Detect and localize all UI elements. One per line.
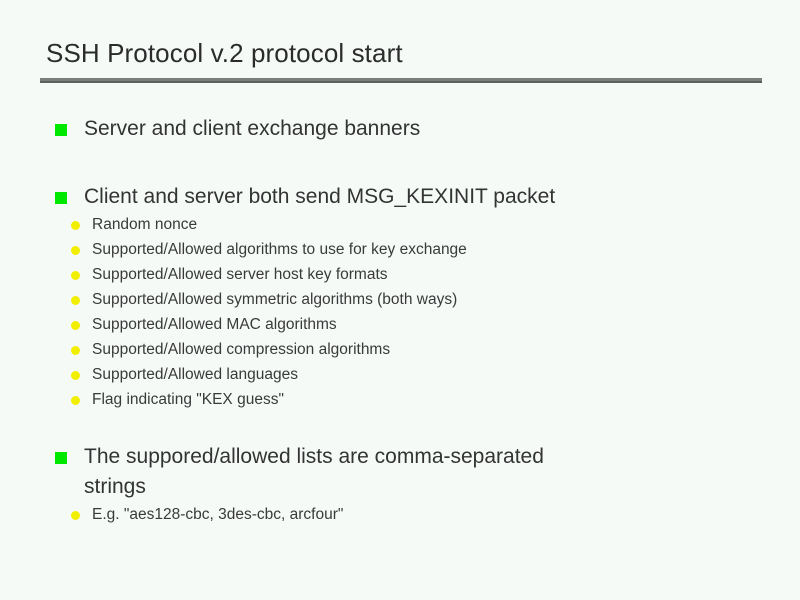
list-item-label: Flag indicating "KEX guess" xyxy=(92,391,284,408)
title-divider xyxy=(40,78,762,83)
list-item: Random nonce xyxy=(0,212,800,237)
spacer-2 xyxy=(0,412,800,442)
spacer-1 xyxy=(0,144,800,182)
list-item: Supported/Allowed compression algorithms xyxy=(0,337,800,362)
sublist-3: E.g. "aes128-cbc, 3des-cbc, arcfour" xyxy=(0,502,800,527)
dot-bullet-icon xyxy=(71,246,80,255)
list-item-label: Random nonce xyxy=(92,216,198,233)
bullet-block-2: Client and server both send MSG_KEXINIT … xyxy=(0,182,800,412)
dot-bullet-icon xyxy=(71,221,80,230)
bullet-level1-3: The suppored/allowed lists are comma-sep… xyxy=(0,442,800,502)
slide-body: Server and client exchange banners Clien… xyxy=(0,114,800,527)
dot-bullet-icon xyxy=(71,346,80,355)
list-item-label: Supported/Allowed compression algorithms xyxy=(92,341,391,358)
square-bullet-icon xyxy=(55,192,67,204)
bullet-block-3: The suppored/allowed lists are comma-sep… xyxy=(0,442,800,527)
square-bullet-icon xyxy=(55,124,67,136)
list-item: Supported/Allowed algorithms to use for … xyxy=(0,237,800,262)
dot-bullet-icon xyxy=(71,511,80,520)
bullet-block-1: Server and client exchange banners xyxy=(0,114,800,144)
dot-bullet-icon xyxy=(71,271,80,280)
list-item-label: E.g. "aes128-cbc, 3des-cbc, arcfour" xyxy=(92,506,344,523)
dot-bullet-icon xyxy=(71,371,80,380)
list-item: Supported/Allowed symmetric algorithms (… xyxy=(0,287,800,312)
bullet-level1-2-label: Client and server both send MSG_KEXINIT … xyxy=(84,185,556,208)
list-item: E.g. "aes128-cbc, 3des-cbc, arcfour" xyxy=(0,502,800,527)
list-item: Supported/Allowed server host key format… xyxy=(0,262,800,287)
bullet-level1-3-continuation: strings xyxy=(84,475,146,498)
list-item-label: Supported/Allowed MAC algorithms xyxy=(92,316,337,333)
dot-bullet-icon xyxy=(71,321,80,330)
list-item-label: Supported/Allowed algorithms to use for … xyxy=(92,241,467,258)
bullet-level1-3-label: The suppored/allowed lists are comma-sep… xyxy=(84,445,544,468)
list-item: Supported/Allowed MAC algorithms xyxy=(0,312,800,337)
list-item-label: Supported/Allowed server host key format… xyxy=(92,266,388,283)
list-item: Flag indicating "KEX guess" xyxy=(0,387,800,412)
sublist-2: Random nonce Supported/Allowed algorithm… xyxy=(0,212,800,412)
page-title: SSH Protocol v.2 protocol start xyxy=(46,38,403,68)
bullet-level1-1: Server and client exchange banners xyxy=(0,114,800,144)
square-bullet-icon xyxy=(55,452,67,464)
dot-bullet-icon xyxy=(71,396,80,405)
list-item: Supported/Allowed languages xyxy=(0,362,800,387)
list-item-label: Supported/Allowed symmetric algorithms (… xyxy=(92,291,458,308)
list-item-label: Supported/Allowed languages xyxy=(92,366,298,383)
bullet-level1-1-label: Server and client exchange banners xyxy=(84,117,421,140)
dot-bullet-icon xyxy=(71,296,80,305)
bullet-level1-2: Client and server both send MSG_KEXINIT … xyxy=(0,182,800,212)
